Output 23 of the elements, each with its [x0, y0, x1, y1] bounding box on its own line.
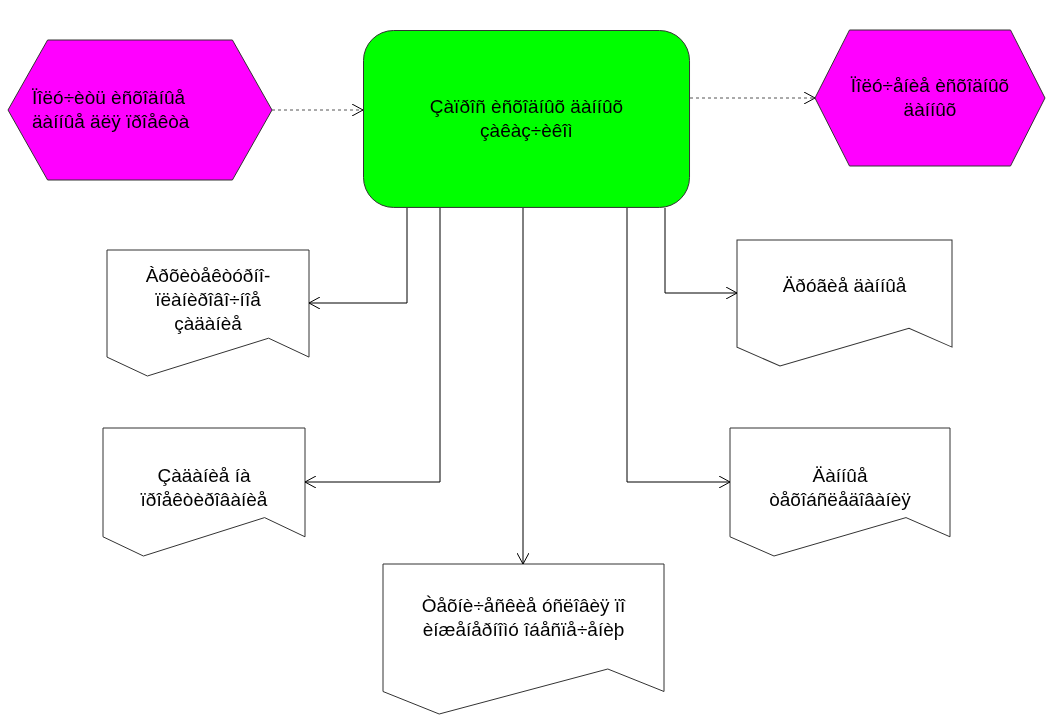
dotted-arrow [271, 103, 364, 117]
node-label: Äàííûå òåõîáñëåäîâàíèÿ [768, 464, 912, 512]
node-label: Òåõíè÷åñêèå óñëîâèÿ ïî èíæåíåðíîìó îáåñïå÷åíèþ [420, 594, 627, 642]
arrow [516, 207, 530, 565]
node-label: Çàäàíèå íà ïðîåêòèðîâàíèå [139, 464, 269, 512]
arrow [664, 207, 738, 300]
document-shape [383, 564, 664, 714]
node-label: Äðóãèå äàííûå [781, 274, 908, 298]
document-shape [103, 428, 305, 556]
arrow [304, 207, 441, 489]
process-box [363, 30, 690, 208]
node-label: Àðõèòåêòóðíî-ïëàíèðîâî÷íîå çàäàíèå [144, 264, 272, 336]
node-label: Ïîëó÷åíèå èñõîäíûõ äàííûõ [849, 74, 1011, 122]
document-shape [107, 250, 309, 376]
event-hexagon [8, 40, 272, 180]
arrow [308, 207, 408, 310]
dotted-arrow [689, 91, 816, 105]
document-shape [730, 428, 950, 556]
node-label: Ïîëó÷èòü èñõîäíûå äàííûå äëÿ ïðîåêòà [32, 86, 191, 134]
document-shape [737, 240, 952, 366]
event-hexagon [815, 30, 1045, 166]
arrow [626, 207, 731, 489]
node-label: Çàïðîñ èñõîäíûõ äàííûõ çàêàç÷èêîì [428, 95, 625, 143]
